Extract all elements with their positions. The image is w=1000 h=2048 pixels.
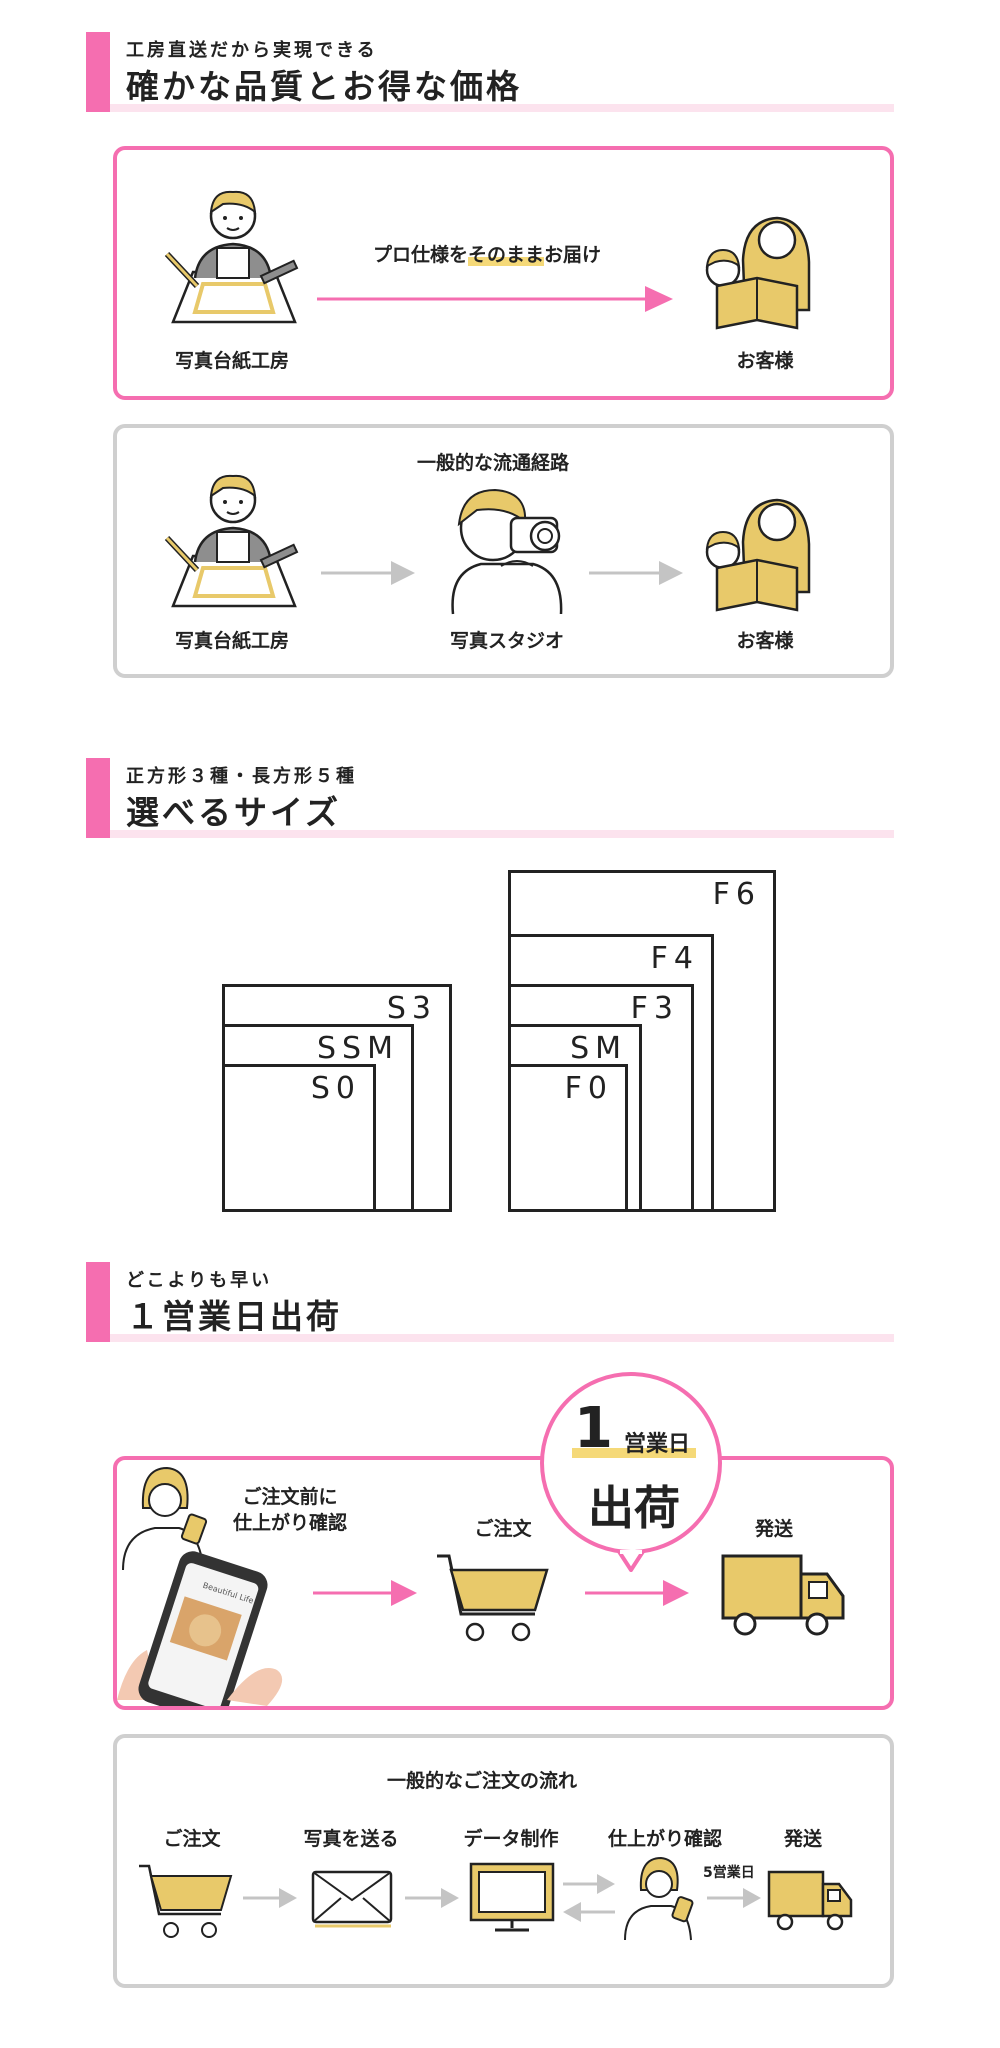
section-subtitle: 正方形３種・長方形５種 (126, 766, 357, 787)
direct-message-highlight: そのまま (468, 244, 545, 266)
gray-arrow-icon (589, 561, 683, 585)
direct-route-box: 写真台紙工房 プロ仕様をそのままお届け お客様 (113, 146, 894, 400)
confirm-before-order-text: ご注文前に 仕上がり確認 (225, 1484, 355, 1536)
pink-arrow-icon (317, 286, 673, 312)
bubble-main: 出荷 (588, 1481, 680, 1535)
heading-accent-bar (86, 1262, 110, 1342)
size-label: F3 (630, 991, 679, 1026)
producer-label: 写真台紙工房 (174, 630, 289, 652)
heading-underline (110, 1334, 894, 1342)
heading-accent-bar (86, 758, 110, 838)
heading-underline (110, 104, 894, 112)
shopping-cart-icon (437, 1554, 549, 1642)
gray-arrow-icon (321, 561, 415, 585)
direct-message-part2: お届け (544, 244, 602, 266)
size-label: S0 (310, 1071, 361, 1106)
customer-label: お客様 (736, 630, 794, 652)
size-label: SSM (317, 1031, 399, 1066)
gray-arrow-icon (243, 1888, 297, 1908)
section-title: 選べるサイズ (126, 793, 342, 832)
customer-family-icon (705, 216, 811, 330)
flow-step-confirm: 仕上がり確認 (607, 1828, 722, 1850)
heading-underline (110, 830, 894, 838)
woman-checking-phone-icon (624, 1856, 694, 1941)
ship-label: 発送 (754, 1518, 793, 1540)
size-label: F0 (564, 1071, 613, 1106)
size-s0: S0 (222, 1064, 376, 1212)
section-heading-shipping: どこよりも早い １営業日出荷 (86, 1262, 894, 1342)
photographer-icon (451, 488, 563, 615)
envelope-icon (311, 1870, 393, 1928)
size-label: F6 (712, 877, 761, 912)
shopping-cart-icon (139, 1864, 233, 1938)
general-route-box: 一般的な流通経路 写真台紙工房 写真スタジオ (113, 424, 894, 678)
two-way-arrow-icon (563, 1874, 615, 1922)
bubble-unit: 営業日 (624, 1432, 691, 1457)
pink-arrow-icon (585, 1580, 689, 1606)
delivery-truck-icon (767, 1870, 853, 1931)
section-subtitle: 工房直送だから実現できる (126, 40, 378, 61)
flow-step-order: ご注文 (163, 1828, 221, 1850)
general-order-flow-box: 一般的なご注文の流れ ご注文 写真を送る データ制作 仕上がり確認 発送 5営 (113, 1734, 894, 1988)
flow-step-ship: 発送 (783, 1828, 822, 1850)
order-label: ご注文 (474, 1518, 532, 1540)
delivery-truck-icon (721, 1554, 845, 1636)
confirm-line1: ご注文前に (242, 1486, 338, 1508)
direct-message: プロ仕様をそのままお届け (373, 240, 601, 267)
general-route-title: 一般的な流通経路 (417, 452, 570, 474)
general-flow-title: 一般的なご注文の流れ (387, 1770, 578, 1792)
gray-arrow-icon (405, 1888, 459, 1908)
section-subtitle: どこよりも早い (126, 1270, 273, 1291)
bubble-number: 1 (574, 1396, 613, 1461)
bubble-tail-icon (616, 1550, 646, 1572)
size-label: S3 (386, 991, 437, 1026)
gray-arrow-icon (707, 1888, 761, 1908)
flow-step-data-creation: データ制作 (463, 1828, 559, 1850)
flow-step-send-photo: 写真を送る (303, 1828, 399, 1850)
bubble-underline (572, 1448, 696, 1458)
section-heading-sizes: 正方形３種・長方形５種 選べるサイズ (86, 758, 894, 838)
phone-preview-icon: Beautiful Life (117, 1551, 283, 1706)
producer-label: 写真台紙工房 (174, 350, 289, 372)
section-title: 確かな品質とお得な価格 (126, 67, 522, 106)
fast-flow-box: ご注文前に 仕上がり確認 Beautiful Life ご注文 発送 (113, 1456, 894, 1710)
studio-label: 写真スタジオ (449, 630, 564, 652)
size-label: F4 (650, 941, 699, 976)
size-label: SM (570, 1031, 627, 1066)
section-heading-quality: 工房直送だから実現できる 確かな品質とお得な価格 (86, 32, 894, 112)
artisan-illustration-icon (164, 474, 299, 608)
customer-label: お客様 (736, 350, 794, 372)
five-business-days-label: 5営業日 (703, 1865, 755, 1881)
heading-accent-bar (86, 32, 110, 112)
one-day-shipping-bubble: 1 営業日 出荷 (540, 1372, 722, 1554)
confirm-line2: 仕上がり確認 (232, 1512, 347, 1534)
monitor-icon (469, 1862, 555, 1932)
artisan-illustration-icon (164, 190, 299, 324)
size-f0: F0 (508, 1064, 628, 1212)
direct-message-part1: プロ仕様を (373, 244, 469, 266)
section-title: １営業日出荷 (126, 1297, 342, 1336)
pink-arrow-icon (313, 1580, 417, 1606)
customer-family-icon (705, 498, 811, 612)
